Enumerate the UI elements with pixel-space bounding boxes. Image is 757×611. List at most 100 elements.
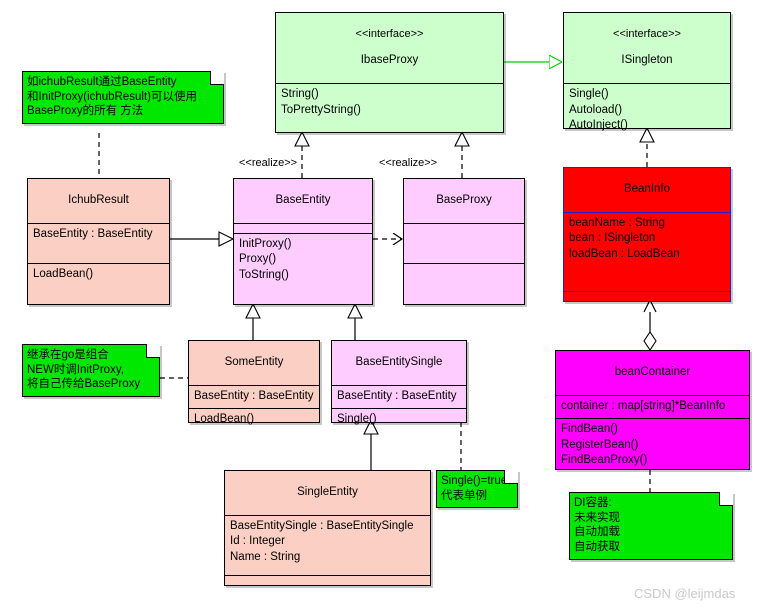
edge-label-realize-baseentity: <<realize>>	[239, 157, 298, 169]
class-attributes: beanName : String bean : ISingleton load…	[564, 211, 730, 292]
operation-item: Single()	[337, 413, 377, 425]
note-line: DI容器:	[574, 497, 612, 509]
attribute-item: BaseEntity : BaseEntity	[194, 389, 314, 402]
operation-item: ToString()	[239, 268, 289, 281]
note-someentity: 继承在go是组合 NEW时调InitProxy, 将自己传给BaseProxy	[22, 344, 160, 398]
operation-item: String()	[281, 88, 319, 100]
edge-baseentity-realizes-ibaseproxy	[294, 130, 310, 178]
class-operations: LoadBean()	[189, 408, 319, 432]
class-header: <<interface>> ISingleton	[564, 13, 730, 83]
class-operations	[564, 291, 730, 301]
class-stereotype: <<interface>>	[613, 27, 681, 40]
class-name: BeanInfo	[623, 182, 671, 195]
class-operations	[404, 263, 524, 304]
note-line: Single()=true	[441, 475, 508, 487]
edge-baseproxy-realizes-ibaseproxy	[454, 130, 470, 178]
class-name: IchubResult	[68, 193, 129, 206]
operation-item: FindBean()	[561, 423, 618, 435]
attribute-item: bean : ISingleton	[569, 232, 656, 244]
class-header: beanContainer	[556, 351, 749, 395]
note-line: 如ichubResult通过BaseEntity	[27, 76, 177, 88]
edge-someentity-to-baseentity	[245, 302, 261, 340]
operation-item: LoadBean()	[33, 268, 94, 281]
class-header: BaseProxy	[404, 179, 524, 223]
edge-baseentitysingle-to-baseentity	[347, 302, 363, 340]
class-operations: Single() Autoload() AutoInject()	[564, 83, 730, 138]
class-box-baseproxy[interactable]: BaseProxy	[403, 178, 525, 305]
class-box-baseentity[interactable]: BaseEntity InitProxy() Proxy() ToString(…	[233, 178, 373, 305]
attribute-item: beanName : String	[569, 216, 665, 229]
class-header: BeanInfo	[564, 168, 730, 212]
class-attributes: BaseEntity : BaseEntity	[189, 384, 319, 409]
note-fold-corner	[504, 470, 518, 484]
note-ichubresult: 如ichubResult通过BaseEntity 和InitProxy(ichu…	[22, 71, 224, 125]
class-box-someentity[interactable]: SomeEntity BaseEntity : BaseEntity LoadB…	[188, 340, 320, 425]
class-box-beaninfo[interactable]: BeanInfo beanName : String bean : ISingl…	[563, 167, 731, 302]
note-line: 代表单例	[441, 489, 487, 502]
class-box-beancontainer[interactable]: beanContainer container : map[string]*Be…	[555, 350, 750, 470]
class-box-baseentitysingle[interactable]: BaseEntitySingle BaseEntity : BaseEntity…	[331, 340, 467, 425]
class-operations: LoadBean()	[28, 263, 169, 304]
note-single: Single()=true 代表单例	[436, 470, 518, 509]
note-line: 将自己传给BaseProxy	[27, 378, 141, 391]
attribute-item: BaseEntitySingle : BaseEntitySingle	[230, 519, 414, 532]
class-operations: FindBean() RegisterBean() FindBeanProxy(…	[556, 418, 749, 473]
csdn-watermark: CSDN @leijmdas	[634, 586, 736, 601]
note-fold-corner	[210, 71, 224, 85]
operation-item: ToPrettyString()	[281, 103, 361, 116]
note-line: 未来实现	[574, 511, 620, 524]
class-attributes: container : map[string]*BeanInfo	[556, 394, 749, 419]
class-box-ibaseproxy[interactable]: <<interface>> IbaseProxy String() ToPret…	[275, 12, 504, 133]
attribute-item: container : map[string]*BeanInfo	[561, 399, 726, 412]
edge-label-realize-baseproxy: <<realize>>	[379, 157, 438, 169]
note-line: 和InitProxy(ichubResult)可以使用	[27, 90, 197, 103]
class-name: SingleEntity	[297, 485, 358, 498]
class-name: BaseProxy	[436, 193, 492, 206]
note-line: 自动加载	[574, 526, 620, 539]
note-fold-corner	[146, 344, 160, 358]
edge-beancontainer-aggregates-beaninfo	[643, 298, 657, 351]
note-line: 继承在go是组合	[27, 349, 109, 361]
class-header: SomeEntity	[189, 341, 319, 385]
class-header: BaseEntity	[234, 179, 372, 223]
class-header: BaseEntitySingle	[332, 341, 466, 385]
attribute-item: loadBean : LoadBean	[569, 247, 680, 260]
class-attributes: BaseEntity : BaseEntity	[28, 222, 169, 264]
class-box-isingleton[interactable]: <<interface>> ISingleton Single() Autolo…	[563, 12, 731, 131]
note-line: NEW时调InitProxy,	[27, 363, 124, 376]
attribute-item: Id : Integer	[230, 535, 285, 547]
operation-item: Autoload()	[569, 103, 623, 116]
class-operations	[225, 575, 430, 585]
class-header: IchubResult	[28, 179, 169, 223]
class-name: ISingleton	[621, 54, 673, 66]
edge-ichubresult-to-baseentity	[170, 231, 235, 247]
operation-item: RegisterBean()	[561, 438, 639, 451]
operation-item: Proxy()	[239, 253, 277, 265]
operation-item: AutoInject()	[569, 119, 628, 131]
operation-item: FindBeanProxy()	[561, 454, 648, 466]
note-line: 自动获取	[574, 541, 620, 554]
class-name: beanContainer	[614, 365, 691, 378]
class-name: IbaseProxy	[360, 54, 419, 66]
class-box-singleentity[interactable]: SingleEntity BaseEntitySingle : BaseEnti…	[224, 470, 431, 586]
attribute-item: BaseEntity : BaseEntity	[33, 227, 153, 240]
attribute-item: BaseEntity : BaseEntity	[337, 389, 457, 402]
class-header: <<interface>> IbaseProxy	[276, 13, 503, 83]
class-attributes	[404, 222, 524, 264]
operation-item: LoadBean()	[194, 413, 255, 425]
class-attributes: BaseEntity : BaseEntity	[332, 384, 466, 409]
class-attributes: BaseEntitySingle : BaseEntitySingle Id :…	[225, 514, 430, 576]
class-operations: InitProxy() Proxy() ToString()	[234, 232, 372, 305]
operation-item: Single()	[569, 88, 609, 100]
class-name: BaseEntitySingle	[355, 355, 443, 368]
note-di-container: DI容器: 未来实现 自动加载 自动获取	[569, 492, 733, 560]
class-name: SomeEntity	[224, 355, 284, 368]
class-attributes	[234, 222, 372, 233]
note-fold-corner	[719, 492, 733, 506]
class-header: SingleEntity	[225, 471, 430, 515]
attribute-item: Name : String	[230, 550, 301, 563]
operation-item: InitProxy()	[239, 237, 292, 250]
class-operations: String() ToPrettyString()	[276, 83, 503, 132]
class-box-ichubresult[interactable]: IchubResult BaseEntity : BaseEntity Load…	[27, 178, 170, 305]
